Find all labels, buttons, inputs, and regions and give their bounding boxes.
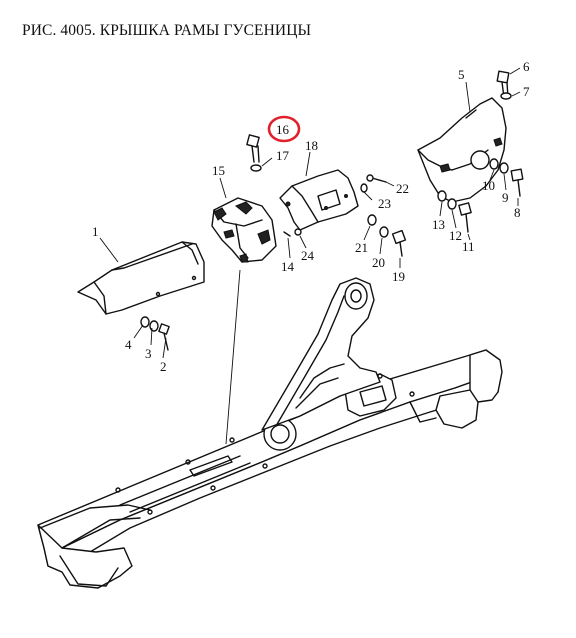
callout-17: 17 xyxy=(276,148,290,163)
callout-19: 19 xyxy=(392,269,405,284)
callout-2: 2 xyxy=(160,359,167,374)
cover-5 xyxy=(417,97,507,203)
washer-21 xyxy=(367,214,377,226)
bolt-2 xyxy=(158,323,170,351)
washer-24 xyxy=(294,228,302,236)
callout-12: 12 xyxy=(449,228,462,243)
bolt-22 xyxy=(366,174,387,183)
callout-23: 23 xyxy=(378,196,391,211)
callout-labels: 1 2 3 4 5 6 7 8 9 10 11 12 13 14 15 16 1… xyxy=(92,59,530,374)
highlight-circle xyxy=(267,115,301,143)
washer-9 xyxy=(499,162,509,174)
figure-title: РИС. 4005. КРЫШКА РАМЫ ГУСЕНИЦЫ xyxy=(22,22,312,39)
callout-13: 13 xyxy=(432,217,445,232)
callout-3: 3 xyxy=(145,346,152,361)
bracket-15 xyxy=(211,197,277,263)
callout-22: 22 xyxy=(396,181,409,196)
washer-7 xyxy=(500,92,512,100)
callout-8: 8 xyxy=(514,205,521,220)
callout-14: 14 xyxy=(281,259,295,274)
washer-17 xyxy=(250,164,262,172)
washer-23 xyxy=(360,183,368,193)
callout-21: 21 xyxy=(355,240,368,255)
callout-5: 5 xyxy=(458,67,465,82)
cover-18 xyxy=(279,169,359,231)
washer-12 xyxy=(447,198,457,210)
washer-4 xyxy=(140,316,150,328)
callout-1: 1 xyxy=(92,224,99,239)
bolt-6 xyxy=(496,70,510,99)
bolt-8 xyxy=(510,168,524,197)
callout-24: 24 xyxy=(301,248,315,263)
callout-4: 4 xyxy=(125,337,132,352)
washer-10 xyxy=(489,158,499,170)
callout-16: 16 xyxy=(276,122,290,137)
pin-14 xyxy=(283,231,291,237)
callout-11: 11 xyxy=(462,239,475,254)
bolt-16 xyxy=(246,134,260,163)
bolt-11 xyxy=(458,202,472,233)
callout-10: 10 xyxy=(482,178,495,193)
track-frame xyxy=(37,269,503,589)
washer-3 xyxy=(149,320,159,332)
cover-1 xyxy=(77,241,205,315)
callout-18: 18 xyxy=(305,138,318,153)
callout-6: 6 xyxy=(523,59,530,74)
bolt-19 xyxy=(391,229,407,257)
callout-15: 15 xyxy=(212,163,225,178)
callout-20: 20 xyxy=(372,255,385,270)
washer-20 xyxy=(379,226,389,238)
washer-13 xyxy=(437,190,447,202)
callout-7: 7 xyxy=(523,84,530,99)
callout-9: 9 xyxy=(502,190,509,205)
